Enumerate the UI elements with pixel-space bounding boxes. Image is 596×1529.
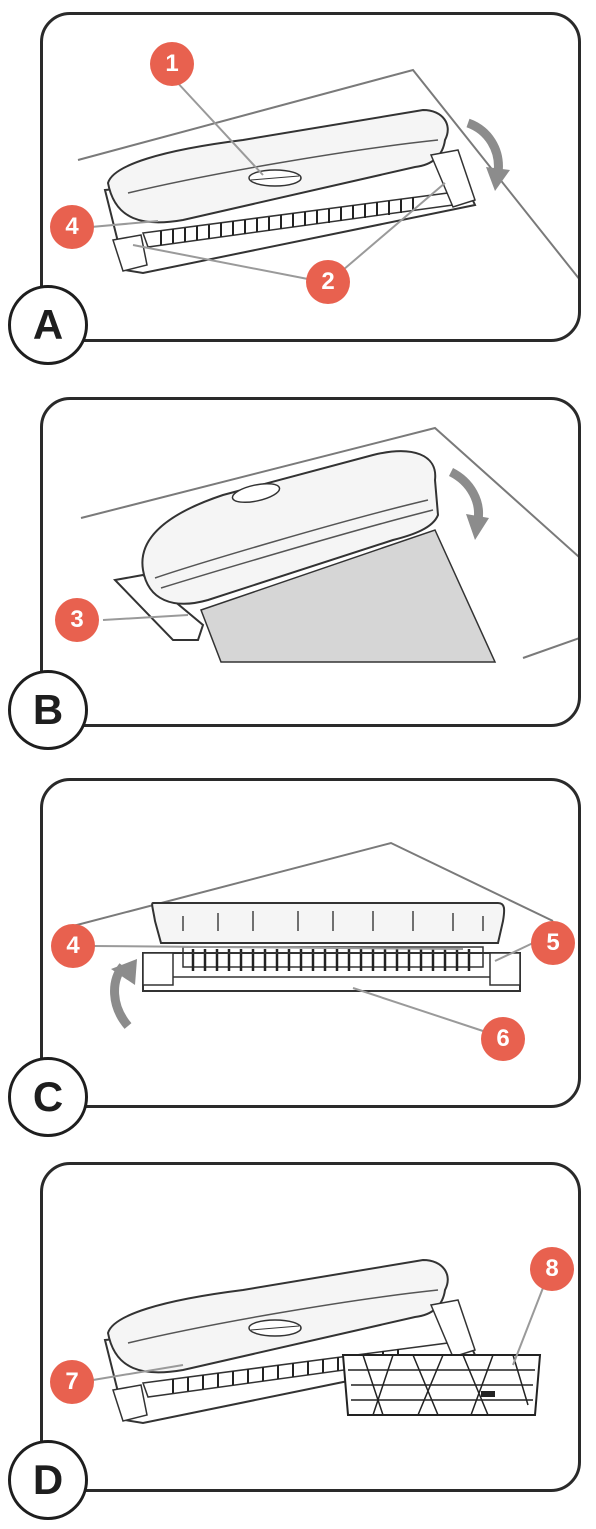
callout-4: 4 [51, 924, 95, 968]
callout-4: 4 [50, 205, 94, 249]
panel-c-illustration [72, 841, 554, 1032]
callout-6: 6 [481, 1017, 525, 1061]
panel-d: 8 7 [40, 1162, 581, 1492]
panel-c: 4 5 6 [40, 778, 581, 1108]
panel-a-label: A [8, 285, 88, 365]
panel-d-label: D [8, 1440, 88, 1520]
callout-2: 2 [306, 260, 350, 304]
callout-1: 1 [150, 42, 194, 86]
callout-8: 8 [530, 1247, 574, 1291]
callout-3: 3 [55, 598, 99, 642]
panel-d-illustration [92, 1258, 549, 1425]
panel-b: 3 [40, 397, 581, 727]
callout-7: 7 [50, 1360, 94, 1404]
callout-5: 5 [531, 921, 575, 965]
panel-a: 1 4 2 [40, 12, 581, 342]
panel-b-label: B [8, 670, 88, 750]
panel-b-illustration [80, 426, 578, 663]
panel-c-label: C [8, 1057, 88, 1137]
panel-a-illustration [77, 68, 578, 281]
